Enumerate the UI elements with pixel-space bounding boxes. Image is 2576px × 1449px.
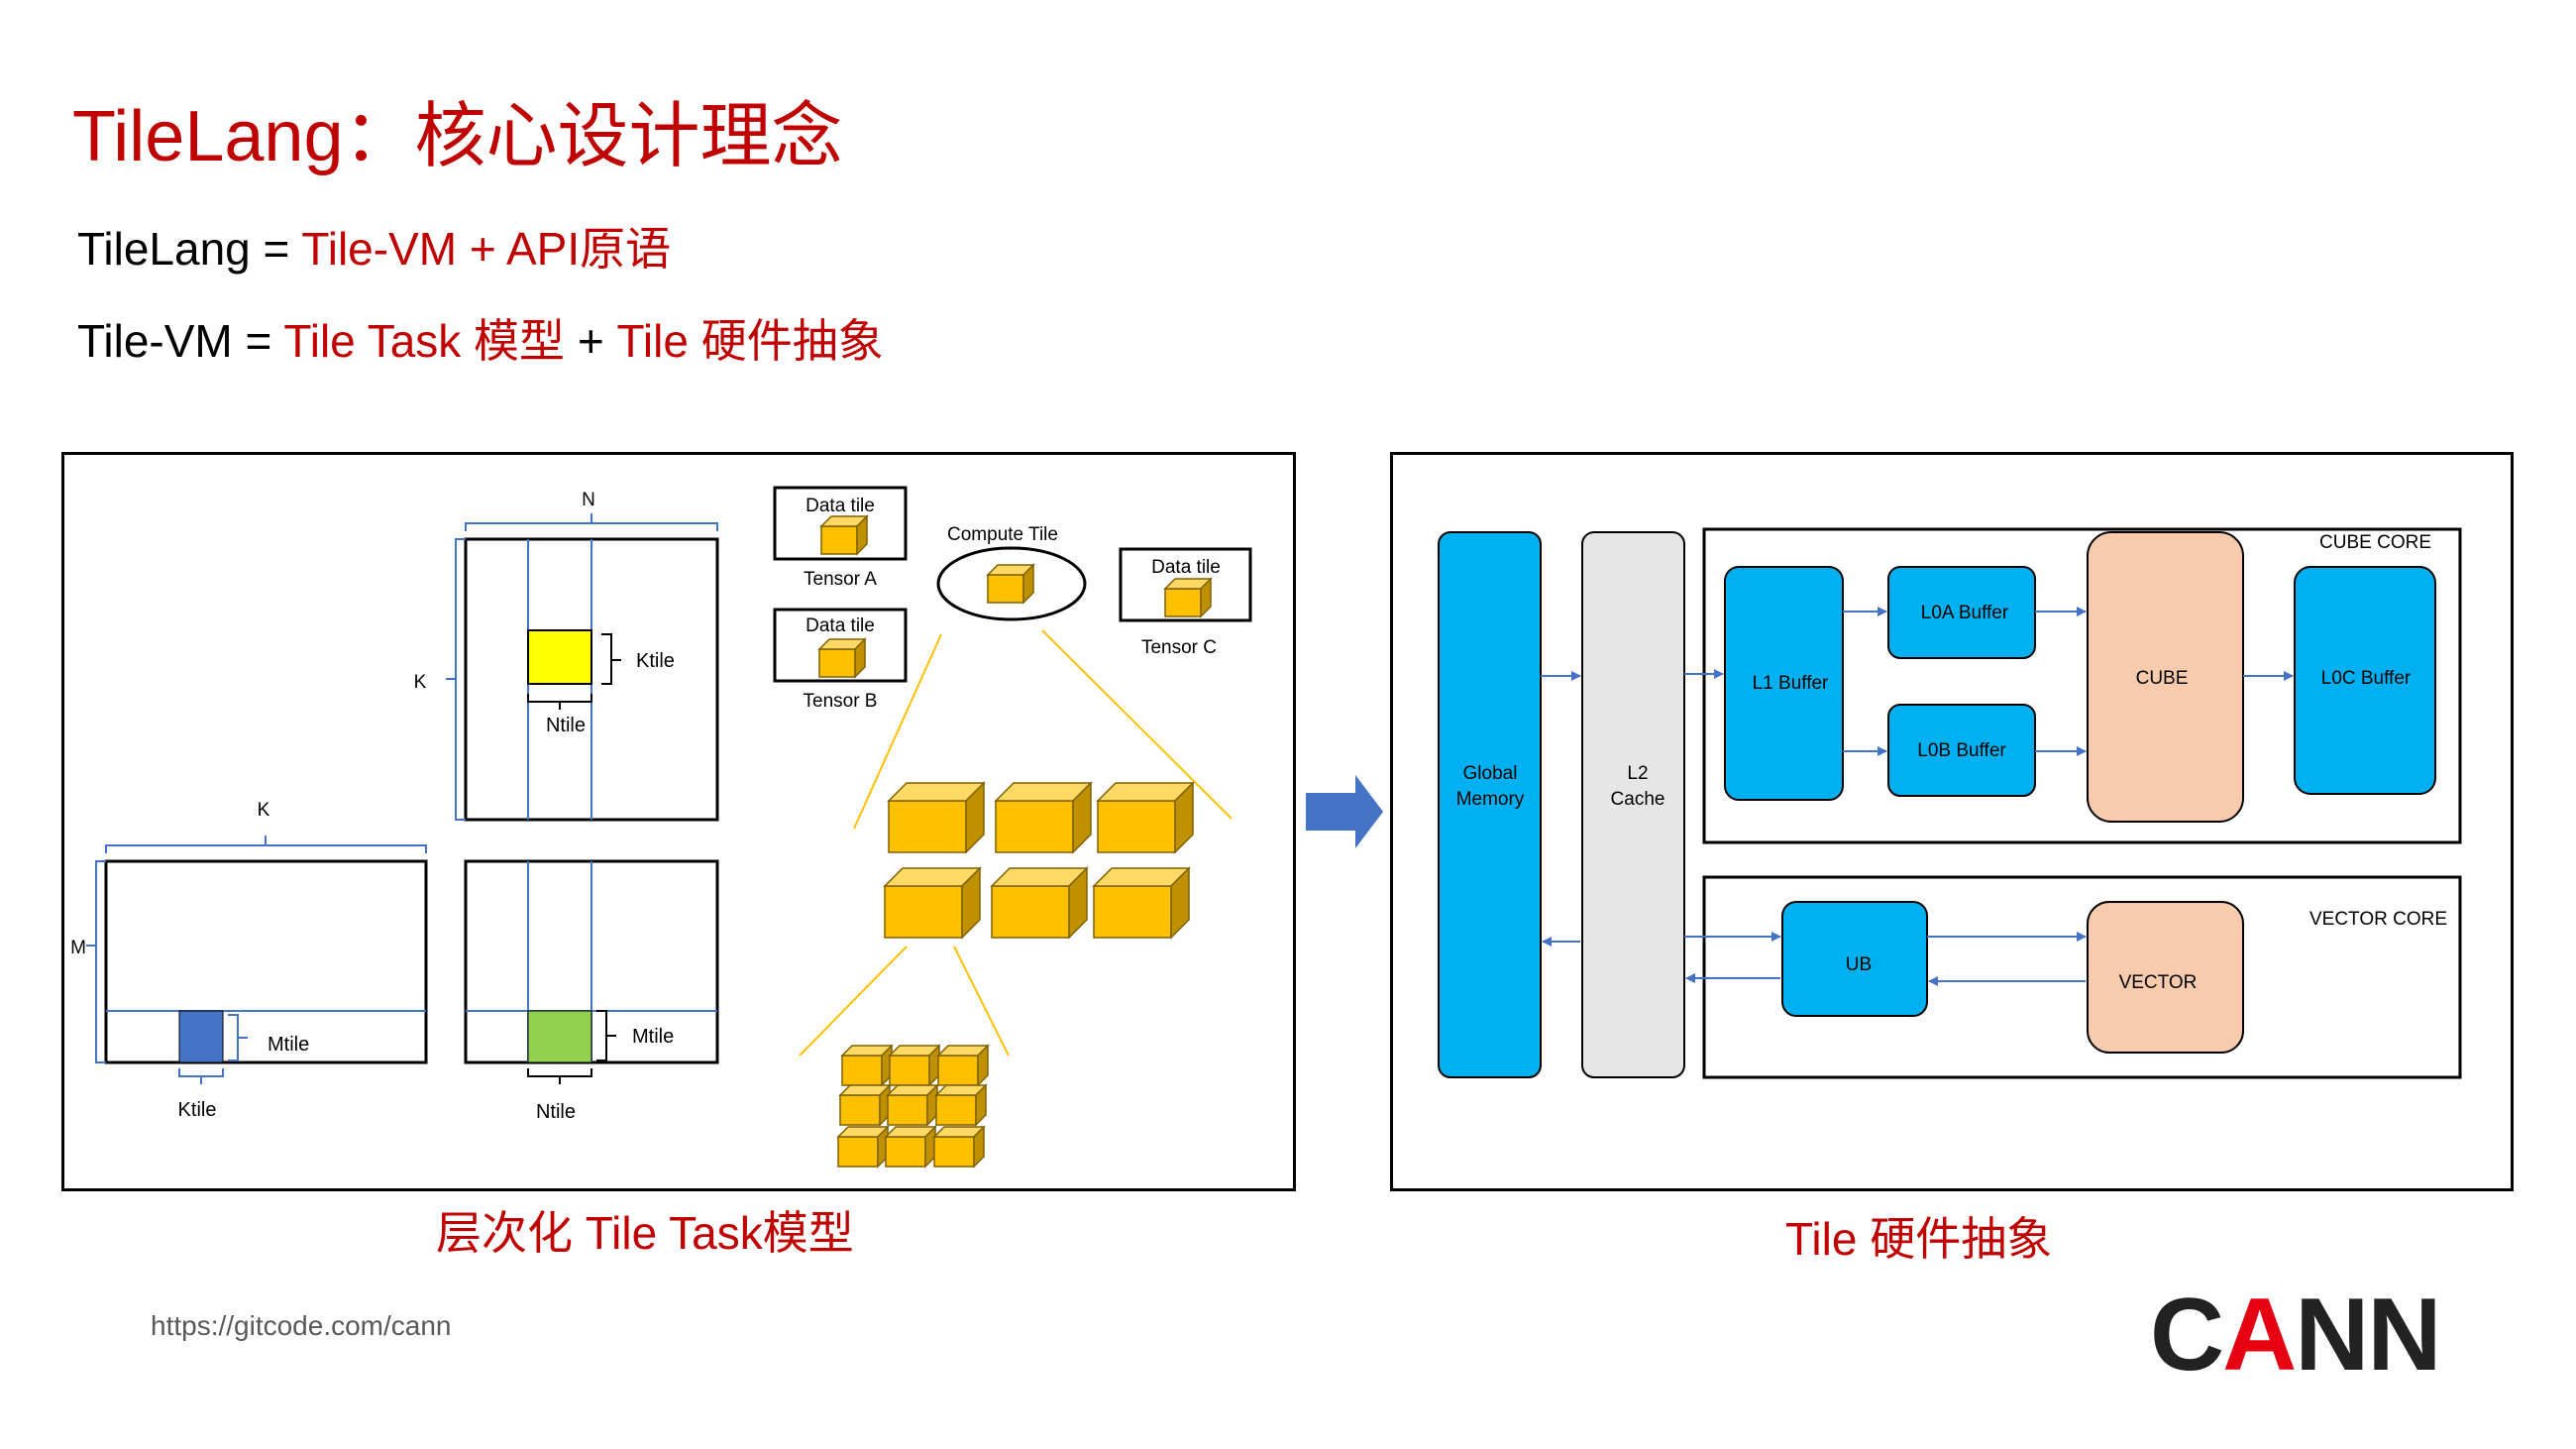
ub-label: UB — [1846, 954, 1872, 975]
matrix-a — [86, 836, 428, 1084]
small-tile-cube — [888, 1044, 941, 1087]
equation-tilelang-lhs: TileLang = — [77, 223, 302, 275]
vector-block — [2087, 901, 2244, 1054]
label-k-top: K — [414, 672, 427, 693]
l1-buffer-block — [1724, 566, 1844, 801]
label-n: N — [582, 490, 595, 510]
ctile-block — [527, 1010, 592, 1063]
transition-arrow-icon — [1306, 775, 1383, 848]
label-ntile-c: Ntile — [536, 1101, 576, 1123]
caption-tile-hardware: Tile 硬件抽象 — [1785, 1213, 2053, 1265]
page-title: TileLang：核心设计理念 — [72, 97, 843, 176]
equation-tilevm-part2: Tile 硬件抽象 — [616, 315, 884, 367]
data-tile-b-label: Data tile — [805, 615, 875, 636]
data-tile-c-label: Data tile — [1151, 557, 1221, 578]
equation-tilevm-lhs: Tile-VM = — [77, 315, 284, 367]
compute-tile-label: Compute Tile — [947, 524, 1058, 545]
mid-tile-cube — [994, 781, 1093, 854]
logo-c: C — [2150, 1278, 2224, 1393]
equation-tilelang-rhs: Tile-VM + API原语 — [301, 223, 672, 275]
matrix-b — [446, 513, 719, 822]
mid-tile-cube — [990, 866, 1089, 940]
tensor-a-label: Tensor A — [804, 569, 877, 590]
label-ktile-top: Ktile — [636, 650, 675, 672]
data-tile-c-cube — [1163, 577, 1213, 618]
hierarchy-lines — [799, 629, 1233, 1057]
global-memory-line1: Global — [1463, 763, 1518, 784]
equation-tilelang: TileLang = Tile-VM + API原语 — [77, 213, 671, 279]
mid-tile-cube — [883, 866, 982, 940]
cube-core-label: CUBE CORE — [2319, 532, 2431, 553]
mid-tile-cube — [887, 781, 986, 854]
small-tile-cube — [838, 1083, 892, 1127]
label-k-mid: K — [258, 800, 270, 821]
l0a-buffer-label: L0A Buffer — [1921, 603, 2009, 623]
data-tile-b-cube — [817, 637, 867, 679]
l0c-buffer-label: L0C Buffer — [2321, 668, 2412, 689]
mid-tile-cube — [1096, 781, 1195, 854]
ktile-block — [527, 629, 592, 685]
label-ntile-top: Ntile — [546, 715, 586, 736]
label-mtile-c: Mtile — [632, 1026, 674, 1048]
global-memory-line2: Memory — [1456, 789, 1525, 810]
small-tile-cube — [836, 1125, 890, 1169]
matrix-c — [464, 859, 719, 1084]
mtile-a-block — [178, 1010, 224, 1063]
vector-core-label: VECTOR CORE — [2309, 909, 2447, 930]
small-tile-cube — [934, 1083, 988, 1127]
equation-tilevm: Tile-VM = Tile Task 模型 + Tile 硬件抽象 — [77, 305, 884, 371]
l1-buffer-label: L1 Buffer — [1753, 673, 1829, 694]
small-tile-cube — [884, 1125, 937, 1169]
small-tile-cube — [886, 1083, 939, 1127]
caption-tile-task-model: 层次化 Tile Task模型 — [436, 1207, 854, 1259]
dataflow-arrows — [1541, 607, 2294, 986]
gitcode-url-link[interactable]: https://gitcode.com/cann — [151, 1310, 452, 1341]
compute-tile-cube — [986, 563, 1035, 605]
cube-label: CUBE — [2136, 668, 2189, 689]
label-mtile-a: Mtile — [268, 1034, 309, 1056]
mid-tile-cube — [1092, 866, 1191, 940]
equation-tilevm-part1: Tile Task 模型 — [283, 315, 566, 367]
small-tile-cube — [936, 1044, 990, 1087]
tensor-b-label: Tensor B — [804, 691, 878, 712]
equation-tilevm-plus: + — [565, 315, 617, 367]
small-tile-cube — [840, 1044, 894, 1087]
logo-a: A — [2222, 1278, 2297, 1393]
l2-cache-block — [1581, 531, 1685, 1078]
l2-cache-line1: L2 — [1627, 763, 1648, 784]
cann-logo: CANN — [2150, 1277, 2441, 1394]
vector-label: VECTOR — [2119, 972, 2198, 993]
data-tile-a-cube — [819, 514, 869, 556]
l0b-buffer-label: L0B Buffer — [1917, 740, 2006, 761]
small-tile-cube — [932, 1125, 986, 1169]
label-ktile-a: Ktile — [178, 1099, 217, 1121]
data-tile-a-label: Data tile — [805, 496, 875, 516]
label-m: M — [70, 938, 86, 958]
tensor-c-label: Tensor C — [1141, 637, 1217, 658]
l2-cache-line2: Cache — [1611, 789, 1665, 810]
l0c-buffer-block — [2294, 566, 2436, 795]
logo-nn: NN — [2295, 1278, 2441, 1393]
global-memory-block — [1438, 531, 1542, 1078]
ub-block — [1781, 901, 1928, 1017]
